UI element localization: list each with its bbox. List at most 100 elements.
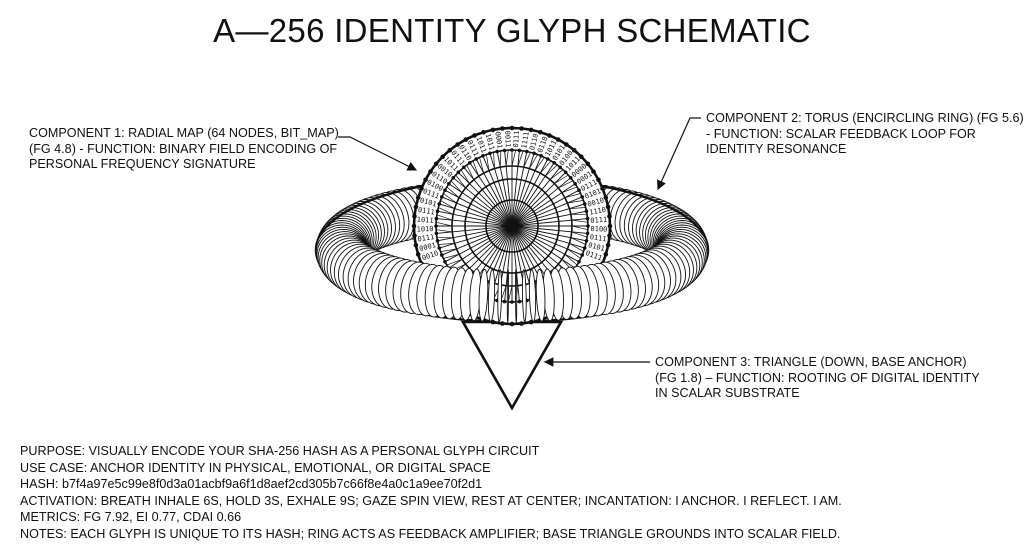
leader-component-2 [657,117,701,191]
bit-label: 0111 [589,233,607,243]
node-dot [509,125,515,131]
radial-spoke [489,153,513,227]
bit-label: 1110 [589,206,607,217]
node-dot [447,182,451,186]
node-dot [555,137,561,142]
circuit-trace [567,248,581,259]
node-dot [502,148,507,153]
note-hash: HASH: b7f4a97e5c99e8f0d3a01acbf9a6f1d8ae… [20,477,483,492]
node-dot [591,169,596,174]
circuit-trace [443,193,457,204]
node-dot [419,186,424,191]
node-dot [607,214,612,219]
diagram-title: A—256 IDENTITY GLYPH SCHEMATIC [213,12,811,49]
node-dot [585,216,590,221]
radial-spoke [457,171,513,227]
circuit-trace [545,164,558,177]
circuit-trace [479,157,485,174]
node-dot [577,188,581,192]
node-dot [532,151,536,156]
component-3-label: COMPONENT 3: TRIANGLE (DOWN, BASE ANCHOR… [655,355,980,402]
radial-spoke [511,177,571,227]
radial-spoke [511,167,561,227]
node-dot [582,202,587,206]
radial-spoke [436,218,513,227]
radial-spoke [511,225,571,275]
radial-spoke [444,189,513,227]
bit-label: 1111 [520,131,531,149]
label-line: COMPONENT 3: TRIANGLE (DOWN, BASE ANCHOR… [655,355,967,369]
node-dot [423,177,428,183]
bit-label: 0100 [590,225,607,234]
circuit-trace [438,243,455,245]
node-dot [586,224,590,228]
node-dot [517,299,522,304]
node-dot [451,176,456,180]
label-line: (FG 1.8) – FUNCTION: ROOTING OF DIGITAL … [655,370,980,385]
circuit-trace [493,152,495,169]
circuit-trace [558,180,574,189]
node-dot [607,223,613,229]
radial-spoke [511,162,555,227]
node-dot [437,246,442,250]
node-dot [490,127,496,133]
bit-label: 0111 [590,216,607,225]
radial-spoke [511,225,520,302]
node-dot [481,154,485,158]
component-1-label: COMPONENT 1: RADIAL MAP (64 NODES, BIT_M… [29,126,339,173]
circuit-trace [436,221,453,227]
node-dot [435,239,440,243]
circuit-trace [561,186,578,194]
torus-section [521,269,527,323]
radial-spoke [511,153,535,227]
circuit-trace [569,207,586,209]
circuit-trace [569,243,584,252]
radial-spoke [439,225,513,249]
leader-lines [338,117,701,367]
circuit-trace [440,200,455,209]
center-node [507,221,517,231]
radial-spoke [441,196,513,227]
node-dot [585,231,590,236]
radial-spoke [453,177,513,227]
node-dot [580,253,584,257]
node-dot [603,252,609,257]
node-dot [552,161,556,165]
radial-spoke [511,225,587,242]
circuit-trace [567,200,584,204]
circuit-trace [443,253,460,259]
torus-section [497,269,503,323]
bit-label: 0111 [417,233,435,243]
radial-spoke [511,183,576,227]
node-dot [428,169,433,174]
node-dot [443,260,447,264]
node-dot [502,299,507,304]
radial-spoke [475,158,513,227]
circuit-trace [571,219,588,223]
node-dot [607,233,612,238]
radial-spoke [469,162,513,227]
node-dot [411,223,417,229]
torus-section [478,268,489,322]
radial-spoke [511,225,585,249]
circuit-trace [549,169,564,180]
node-dot [546,157,550,161]
radial-spoke [511,151,528,227]
node-dot [510,300,514,304]
torus-section [506,268,509,324]
radial-spoke [511,218,588,227]
radial-spoke [511,196,583,227]
radial-spoke [496,151,513,227]
node-dot [539,154,543,158]
node-dot [462,165,466,170]
bit-label: 0001 [493,131,504,149]
circuit-trace [455,174,466,189]
radial-spoke [504,150,513,227]
radial-spoke [511,150,520,227]
circuit-trace [460,169,470,184]
circuit-trace [436,236,454,239]
torus-section [528,269,537,322]
component-2-label: COMPONENT 2: TORUS (ENCIRCLING RING) (FG… [706,111,1024,158]
node-dot [509,321,515,327]
radial-spoke [511,225,576,269]
